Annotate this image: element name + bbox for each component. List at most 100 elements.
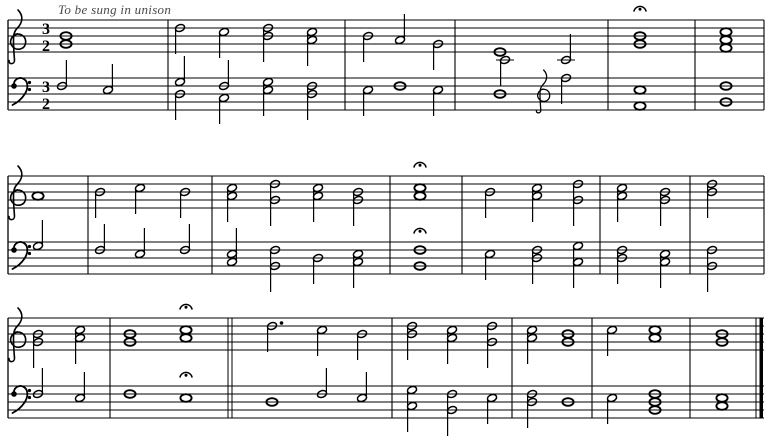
note-half	[432, 85, 444, 116]
note-whole	[413, 161, 427, 201]
treble-clef-icon	[8, 165, 27, 221]
note-whole	[413, 227, 427, 271]
treble-clef-stroke	[9, 331, 27, 348]
note-half	[406, 385, 418, 432]
treble-clef-stroke	[8, 307, 23, 363]
notehead	[179, 325, 193, 335]
note-half	[32, 368, 44, 399]
note-whole	[648, 389, 662, 415]
note-half	[486, 393, 498, 424]
note-half	[572, 241, 584, 288]
note-half	[446, 325, 458, 364]
note-half	[394, 14, 406, 45]
notehead	[648, 405, 662, 415]
unison-annotation: To be sung in unison	[58, 2, 172, 17]
notehead	[715, 337, 729, 347]
note-half	[226, 228, 238, 267]
treble-clef-stroke	[9, 33, 27, 50]
system-3	[7, 303, 764, 436]
fermata-icon	[418, 229, 422, 233]
treble-clef-icon	[8, 9, 27, 65]
treble-staff	[8, 307, 764, 363]
bass-clef-icon	[11, 241, 32, 270]
notehead	[265, 397, 279, 407]
note-whole	[648, 325, 662, 343]
note-whole	[179, 371, 193, 403]
note-half	[218, 27, 230, 58]
bass-clef-stroke	[11, 77, 29, 106]
note-half	[74, 372, 86, 403]
note-half	[218, 93, 230, 124]
bass-staff	[8, 385, 764, 419]
system-2	[7, 161, 765, 292]
note-half	[94, 187, 106, 218]
note-half	[484, 249, 496, 280]
treble-clef-stroke	[535, 69, 548, 114]
note-half	[606, 325, 618, 356]
note-half	[262, 77, 274, 116]
note-whole	[561, 397, 575, 407]
notehead	[123, 337, 137, 347]
fermata-icon	[184, 305, 188, 309]
notehead	[561, 397, 575, 407]
note-whole	[265, 397, 279, 407]
note-half	[32, 220, 44, 251]
notehead	[413, 183, 427, 193]
treble-clef-stroke	[8, 9, 23, 65]
note-half	[352, 249, 364, 288]
final-barline-thick	[759, 318, 763, 418]
note-half	[316, 325, 328, 356]
note-half	[179, 187, 191, 218]
note-half	[616, 245, 628, 284]
bass-clef-icon	[11, 77, 32, 106]
bass-clef-stroke	[11, 241, 29, 270]
notehead	[413, 261, 427, 271]
note-half	[306, 81, 318, 120]
note-half	[269, 245, 281, 292]
notehead	[31, 191, 45, 201]
note-half	[269, 179, 281, 226]
note-half	[526, 389, 538, 428]
notehead	[715, 393, 729, 403]
fermata-icon	[179, 371, 193, 378]
note-half	[94, 224, 106, 255]
notehead	[413, 245, 427, 255]
notehead	[413, 191, 427, 201]
note-half	[486, 321, 498, 368]
note-whole	[59, 31, 73, 49]
note-whole	[393, 81, 407, 91]
notehead	[633, 85, 647, 95]
note-whole	[719, 81, 733, 107]
note-half	[531, 245, 543, 284]
time-signature-numerator: 3	[42, 79, 50, 96]
note-whole	[561, 329, 575, 347]
note-half	[557, 34, 575, 65]
note-half	[706, 245, 718, 292]
note-half	[526, 325, 538, 364]
note-half	[356, 372, 368, 403]
note-half	[262, 23, 274, 62]
note-whole	[633, 85, 647, 111]
notehead	[719, 97, 733, 107]
bass-clef-dot	[27, 244, 32, 249]
notehead	[493, 89, 507, 99]
note-half	[356, 329, 368, 360]
note-whole	[493, 89, 507, 99]
note-whole	[715, 329, 729, 347]
note-half	[484, 187, 496, 218]
fermata-icon	[633, 5, 647, 12]
bass-clef-dot	[27, 251, 32, 256]
note-half	[362, 31, 374, 62]
notehead	[633, 101, 647, 111]
note-half	[406, 321, 418, 360]
note-half	[560, 73, 572, 104]
treble-clef-stroke	[537, 88, 551, 102]
notehead	[715, 401, 729, 411]
note-half	[572, 179, 584, 226]
treble-staff	[8, 165, 764, 221]
notehead	[648, 333, 662, 343]
note-whole	[179, 303, 193, 343]
note-half	[312, 253, 324, 284]
notehead	[648, 325, 662, 335]
